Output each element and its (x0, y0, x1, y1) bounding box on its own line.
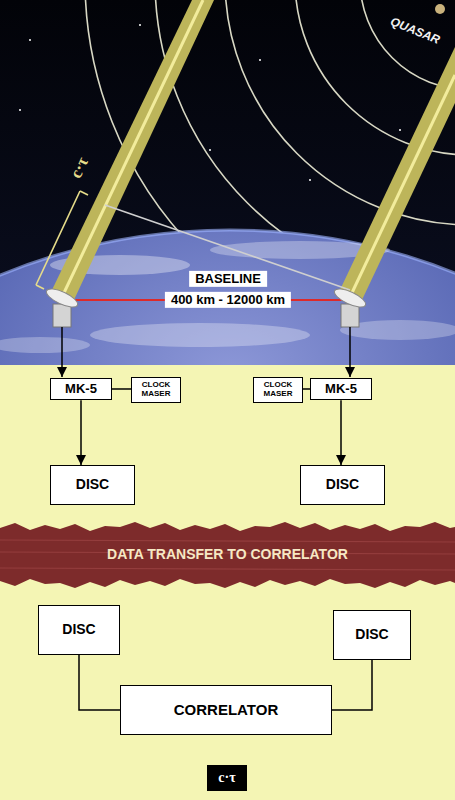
bracket-tick (36, 285, 44, 289)
star (209, 149, 211, 151)
quasar-label: QUASAR (388, 15, 441, 47)
bracket-line (36, 191, 80, 285)
telescope-dish (44, 285, 80, 310)
star (259, 59, 261, 61)
wavefront (225, 0, 455, 225)
cloud (0, 337, 90, 353)
star (309, 179, 311, 181)
box-label: DISC (355, 627, 388, 642)
disc-box: DISC (333, 610, 411, 660)
telescope-pedestal (53, 304, 71, 327)
bracket-tick (80, 191, 88, 195)
delay-bracket (36, 191, 88, 289)
signal-line (61, 327, 63, 377)
earth (0, 230, 455, 365)
box-label: DISC (76, 477, 109, 492)
star (399, 129, 401, 131)
star (19, 109, 21, 111)
delay-line (105, 205, 350, 290)
connector (303, 388, 310, 390)
transfer-band: DATA TRANSFER TO CORRELATOR (0, 522, 455, 588)
box-label: MK-5 (325, 382, 357, 396)
box-label: CORRELATOR (174, 702, 278, 719)
delay-symbol-box: c·τ (207, 765, 247, 791)
torn-band (0, 522, 455, 588)
beam-highlight (62, 0, 203, 297)
cloud (90, 323, 310, 347)
clock-box: CLOCK MASER (131, 377, 181, 403)
connector (79, 655, 120, 710)
band-streak (0, 568, 455, 570)
disc-box: DISC (50, 465, 135, 505)
box-label: CLOCK MASER (258, 381, 298, 399)
box-label: DISC (62, 622, 95, 637)
connector (80, 400, 82, 465)
signal-line (349, 327, 351, 377)
beam-highlight (350, 75, 455, 297)
recorder-box: MK-5 (50, 378, 112, 400)
quasar-dot (435, 4, 445, 14)
box-label: DISC (326, 477, 359, 492)
telescope-dish (332, 285, 368, 310)
band-streak (0, 540, 455, 542)
star (29, 39, 31, 41)
baseline-label: BASELINE (189, 271, 267, 287)
box-label: MK-5 (65, 382, 97, 396)
delay-label: c·τ (67, 155, 93, 182)
signal-beam (51, 0, 214, 302)
signal-beam (339, 47, 455, 302)
telescope-pedestal (341, 304, 359, 327)
box-label: DATA TRANSFER TO CORRELATOR (107, 547, 348, 562)
box-label: CLOCK MASER (136, 381, 176, 399)
star (139, 24, 141, 26)
wavefront (360, 0, 455, 90)
box-label: c·τ (218, 770, 235, 785)
connector (112, 388, 131, 390)
space-scene (0, 0, 455, 365)
disc-box: DISC (38, 605, 120, 655)
connector (340, 400, 342, 465)
baseline-length: 400 km - 12000 km (165, 292, 291, 308)
clock-box: CLOCK MASER (253, 377, 303, 403)
recorder-box: MK-5 (310, 378, 372, 400)
disc-box: DISC (300, 465, 385, 505)
correlator-box: CORRELATOR (120, 685, 332, 735)
connector (332, 660, 372, 710)
